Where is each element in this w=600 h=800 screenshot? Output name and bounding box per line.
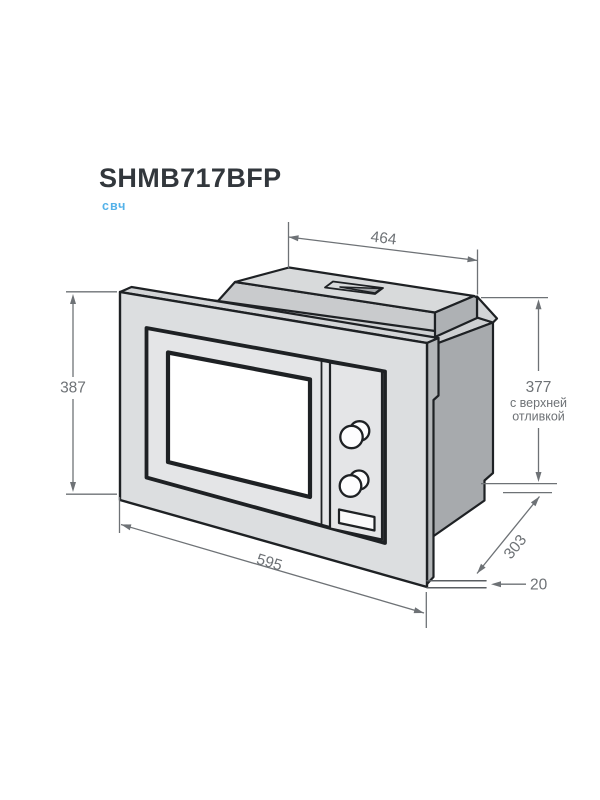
- dimension-label-depth: 303: [501, 532, 530, 563]
- knob-top-front: [339, 424, 364, 450]
- dimension-label-right-height: 377: [526, 379, 552, 396]
- dimension-label-front-height: 387: [60, 380, 86, 397]
- dimension-right-height: 377 с верхней отливкой: [481, 296, 567, 485]
- rear-body-corner: [475, 295, 499, 324]
- dimension-label-top-width: 464: [370, 229, 398, 249]
- rear-flange-lines: [426, 580, 487, 589]
- arrowhead: [530, 496, 540, 507]
- arrowhead: [491, 581, 501, 588]
- control-knob-bottom: [338, 469, 370, 498]
- microwave-drawing: [118, 266, 499, 589]
- dimension-rear-offset: 20: [491, 577, 548, 594]
- dim-line: [288, 236, 478, 262]
- dimension-top-width: 464: [287, 222, 479, 295]
- dim-line: [120, 523, 425, 614]
- knob-bottom-front: [338, 474, 363, 498]
- dimension-label-rear-offset: 20: [530, 577, 548, 594]
- dimension-front-height: 387: [60, 291, 117, 495]
- rear-mounting-panel: [431, 321, 495, 538]
- dimension-depth: 303: [476, 491, 552, 574]
- arrowhead: [535, 299, 542, 310]
- door-window: [165, 350, 313, 500]
- dimension-bottom-width: 595: [118, 497, 427, 628]
- product-model-title: SHMB717BFP: [99, 163, 282, 193]
- dimension-note-line1: с верхней: [510, 396, 567, 410]
- page-header: SHMB717BFP свч: [99, 163, 282, 213]
- product-category-label: свч: [102, 198, 127, 213]
- arrowhead: [70, 294, 76, 304]
- arrowhead: [535, 472, 542, 482]
- arrowhead: [121, 524, 132, 531]
- arrowhead: [288, 235, 299, 242]
- control-knob-top: [339, 420, 371, 450]
- dimension-note-line2: отливкой: [512, 410, 565, 424]
- arrowhead: [467, 256, 478, 263]
- arrowhead: [70, 482, 76, 492]
- dimension-annotations: 464 387 377 с верхней: [60, 222, 567, 628]
- top-housing-end-cap: [433, 294, 479, 339]
- dim-line: [476, 496, 541, 574]
- vent-slot-shade: [339, 286, 382, 294]
- dimension-label-bottom-width: 595: [254, 551, 284, 575]
- display-window: [337, 508, 376, 532]
- arrowhead: [413, 607, 424, 614]
- arrowhead: [477, 563, 486, 574]
